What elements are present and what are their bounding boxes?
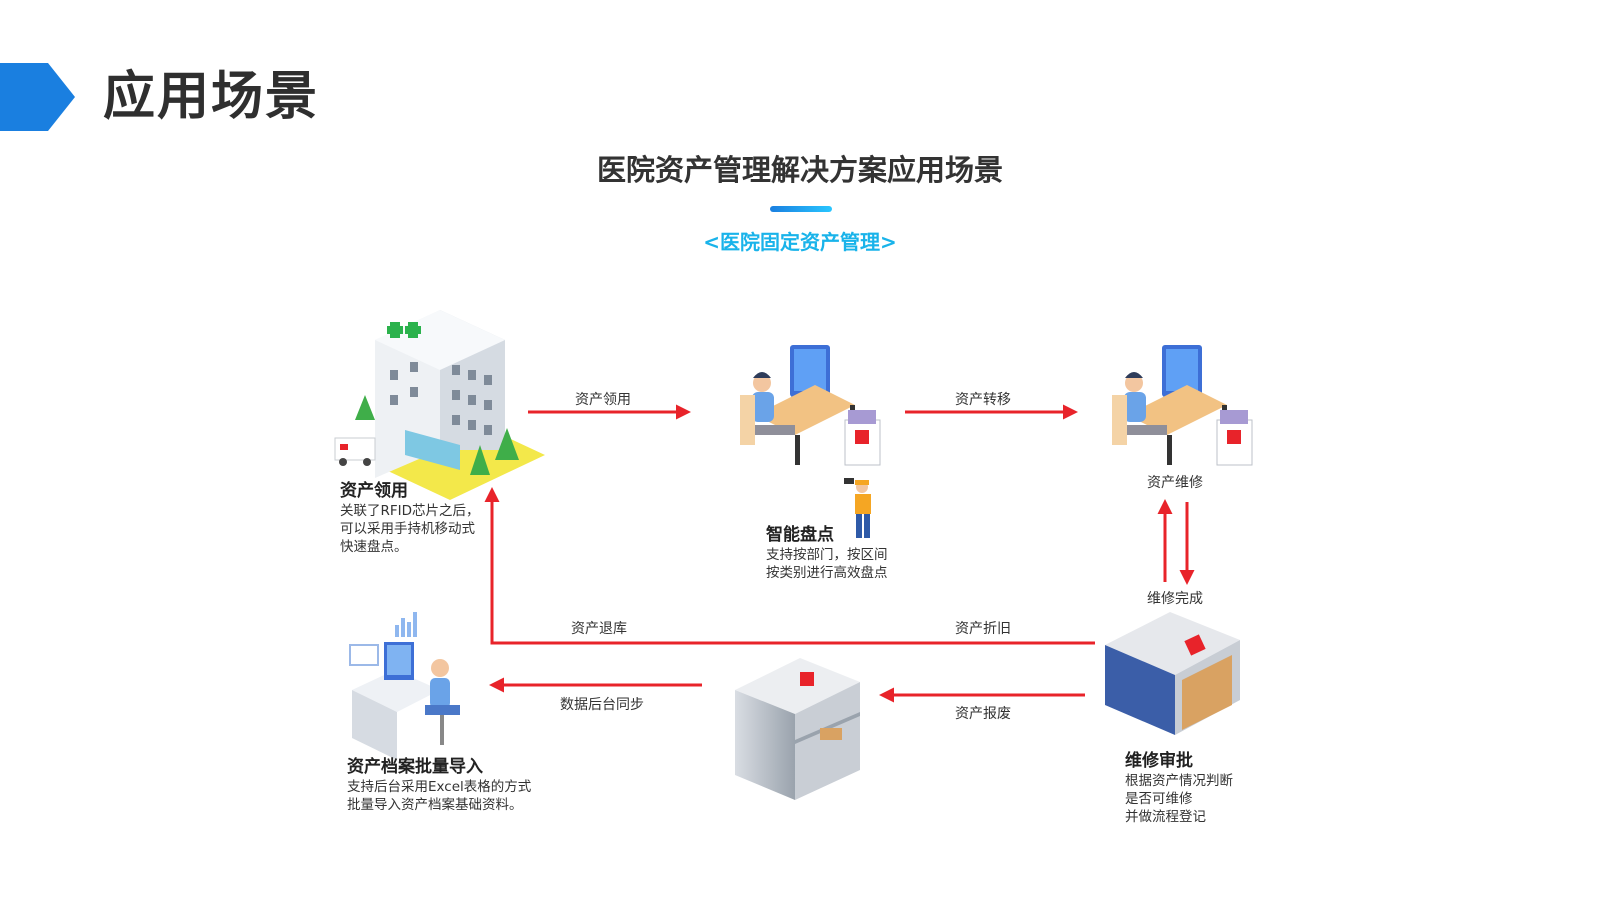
office-desk-icon-2	[1112, 345, 1253, 466]
flow-label-scrap: 资产报废	[955, 706, 1011, 722]
node-desc-line: 支持后台采用Excel表格的方式	[347, 779, 532, 795]
page-heading: 应用场景	[103, 67, 320, 127]
node-repair-approval: 维修审批 根据资产情况判断 是否可维修 并做流程登记	[1125, 750, 1233, 826]
node-title: 维修审批	[1125, 751, 1193, 771]
header-arrow-tab	[0, 63, 75, 131]
node-title: 资产领用	[340, 481, 408, 501]
node-inventory: 智能盘点 支持按部门，按区间 按类别进行高效盘点	[766, 524, 888, 582]
flow-label-sync: 数据后台同步	[560, 697, 644, 713]
node-desc-line: 根据资产情况判断	[1125, 773, 1233, 789]
node-hospital: 资产领用 关联了RFID芯片之后， 可以采用手持机移动式 快速盘点。	[340, 480, 480, 556]
flow-label-depreciation: 资产折旧	[955, 621, 1011, 637]
hospital-building-icon	[334, 310, 545, 500]
flow-label-return: 资产退库	[571, 621, 627, 637]
diagram-subtitle: <医院固定资产管理>	[703, 230, 897, 254]
title-underline	[770, 206, 832, 212]
node-title: 智能盘点	[766, 525, 834, 545]
node-title: 资产档案批量导入	[347, 757, 483, 777]
node-desc-line: 按类别进行高效盘点	[766, 565, 888, 581]
node-desc-line: 关联了RFID芯片之后，	[340, 503, 480, 519]
node-desc-line: 快速盘点。	[340, 539, 408, 555]
repair-office-label: 资产维修	[1147, 475, 1203, 491]
node-desc-line: 是否可维修	[1125, 791, 1193, 807]
node-desc-line: 支持按部门，按区间	[766, 547, 888, 563]
shelf-icon	[735, 658, 860, 800]
node-desc-line: 批量导入资产档案基础资料。	[347, 797, 523, 813]
flow-arrows	[484, 404, 1195, 703]
admin-workstation-icon	[349, 612, 460, 760]
flow-label-requisition: 资产领用	[575, 392, 631, 408]
node-desc-line: 可以采用手持机移动式	[340, 521, 475, 537]
warehouse-icon	[1105, 612, 1240, 735]
diagram-title: 医院资产管理解决方案应用场景	[596, 153, 1003, 187]
worker-scanner-icon	[844, 478, 871, 538]
arrow-return	[484, 487, 1095, 645]
flow-label-repair-done: 维修完成	[1147, 591, 1203, 607]
node-archive-import: 资产档案批量导入 支持后台采用Excel表格的方式 批量导入资产档案基础资料。	[347, 756, 531, 814]
office-desk-icon	[740, 345, 881, 466]
node-desc-line: 并做流程登记	[1125, 809, 1206, 825]
flow-label-transfer: 资产转移	[955, 392, 1011, 408]
